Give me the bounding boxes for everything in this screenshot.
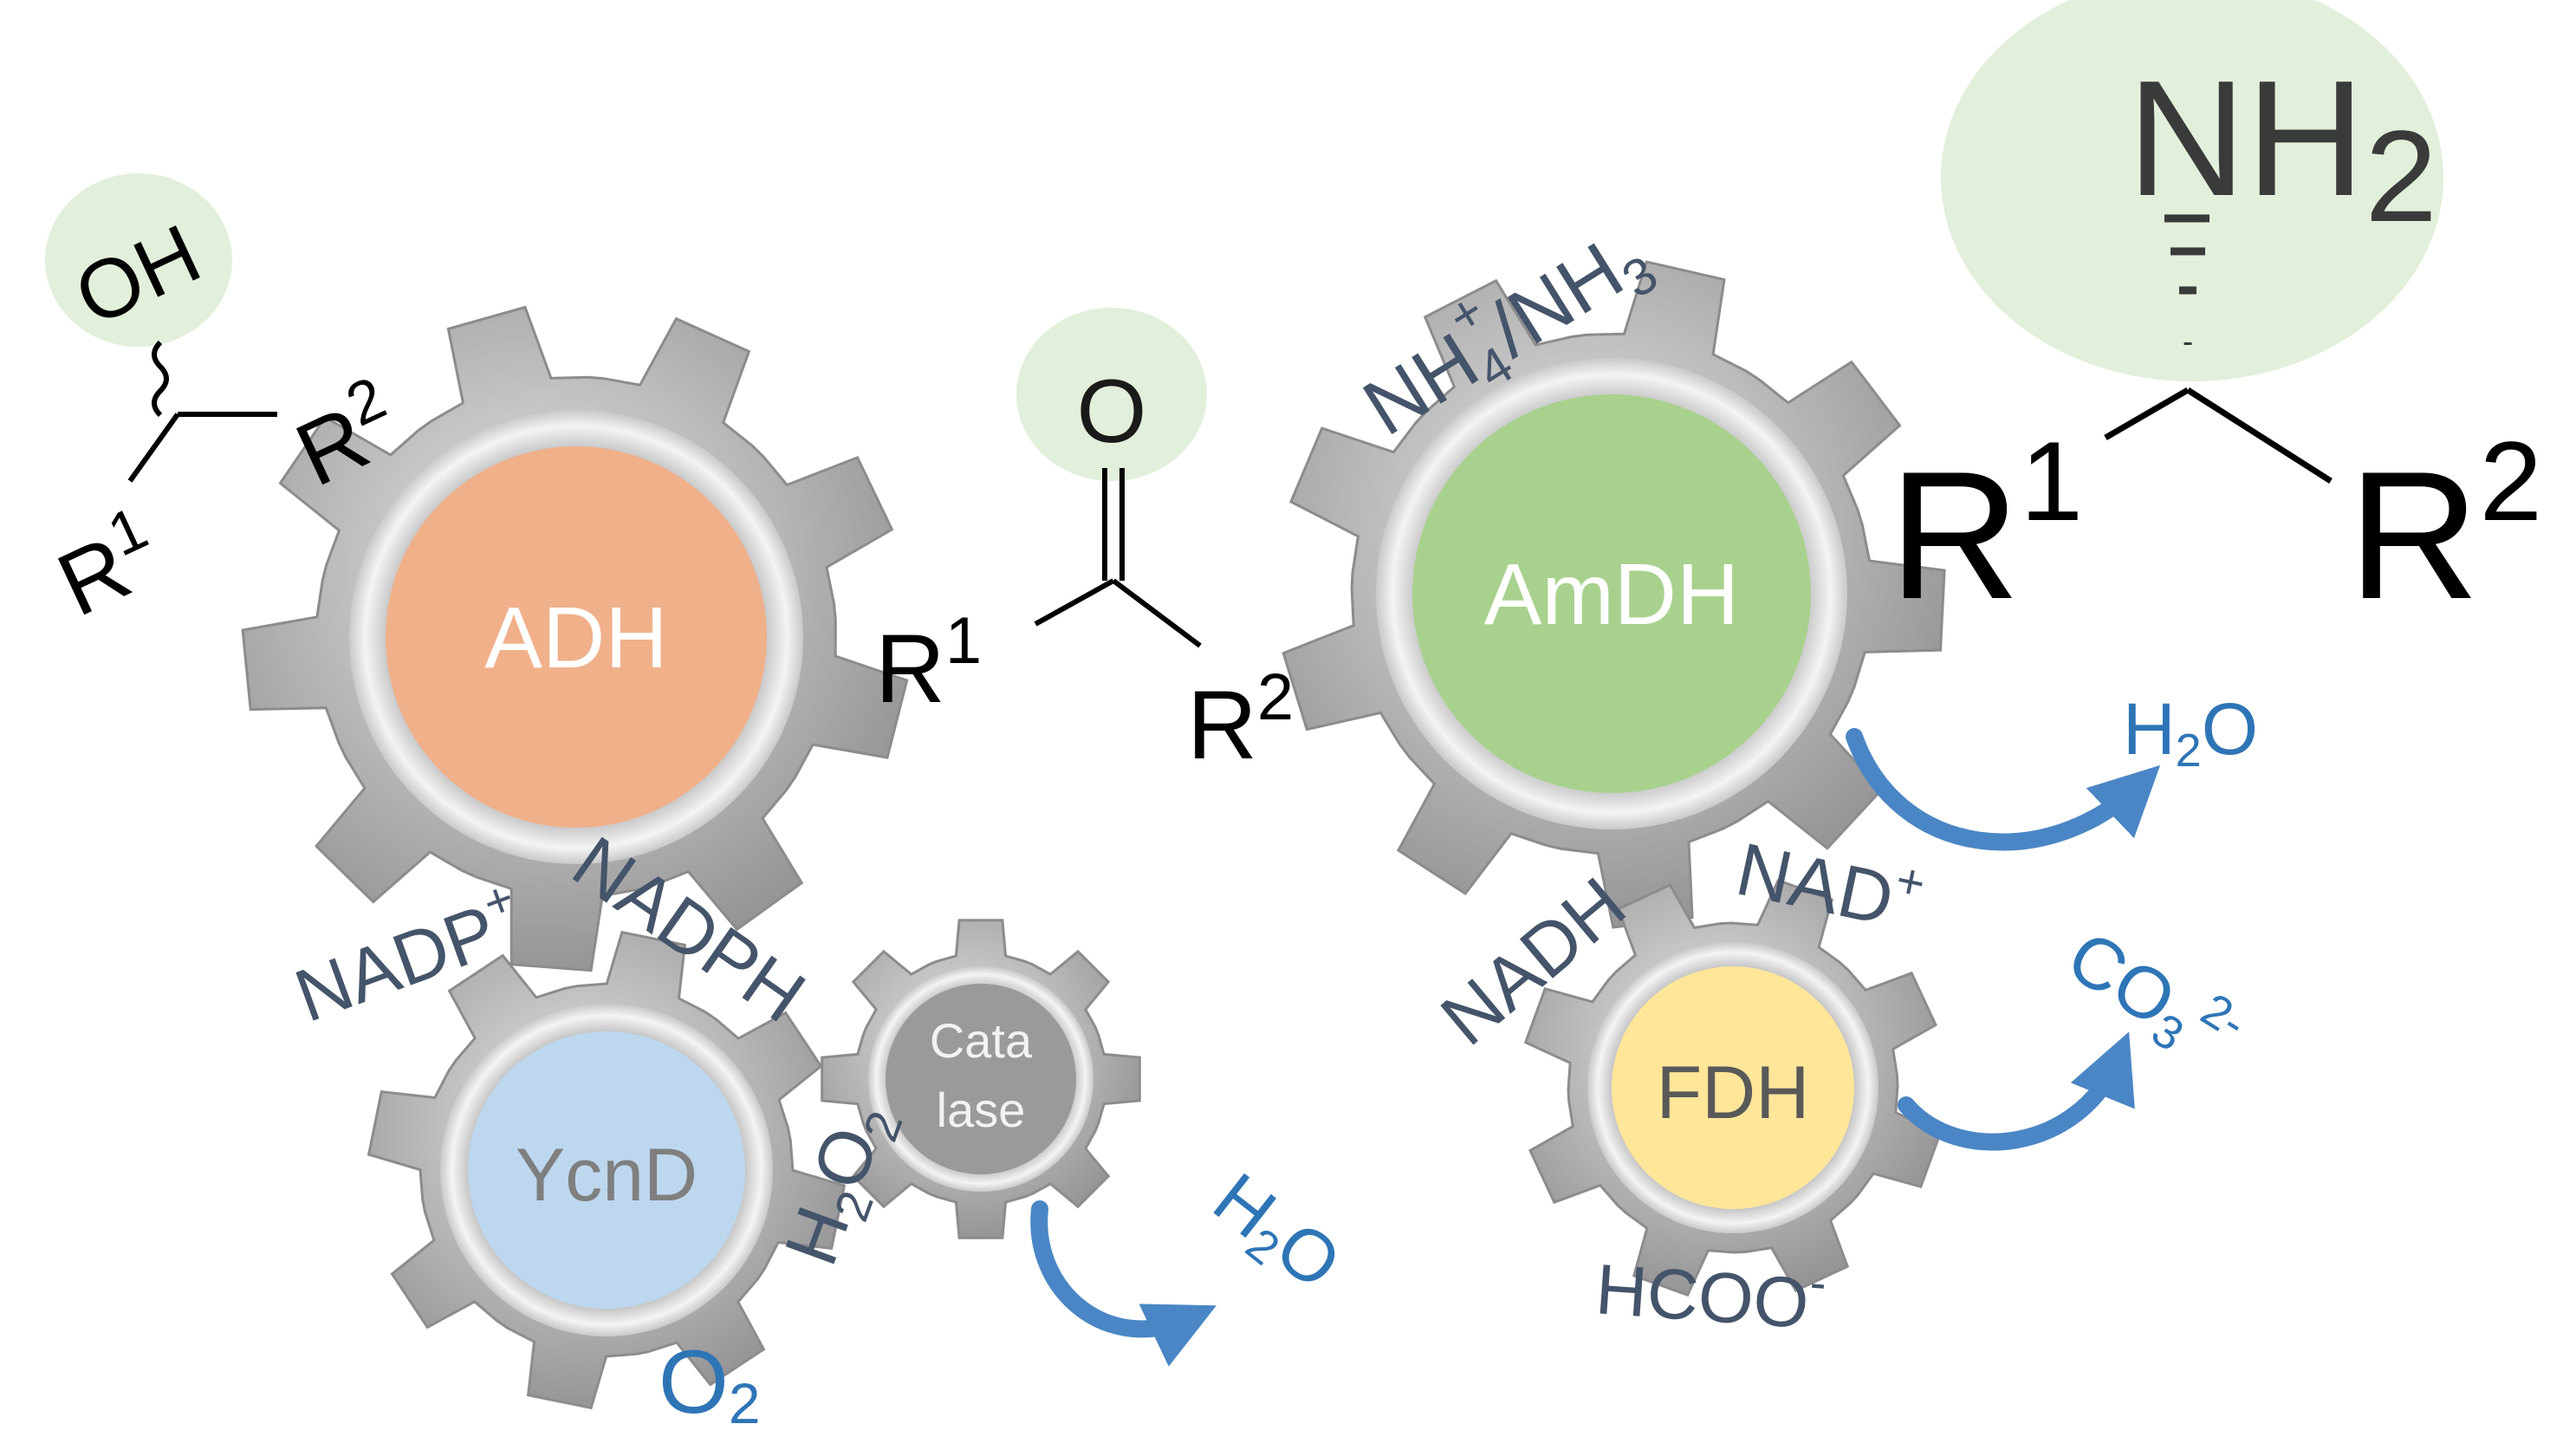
catalase-label-line1: Cata xyxy=(930,1013,1033,1068)
amine-bonds xyxy=(2104,387,2333,484)
water-catalase-label: H2O xyxy=(1195,1157,1356,1310)
fdh-label: FDH xyxy=(1657,1051,1810,1135)
catalase-label-line2: lase xyxy=(937,1083,1026,1137)
alcohol-substrate xyxy=(127,340,277,483)
water-amdh-h: H xyxy=(2123,688,2176,770)
carbonate-label: CO32- xyxy=(2050,909,2255,1087)
amine-sub: 2 xyxy=(2365,103,2436,249)
ketone-r2: R2 xyxy=(1187,660,1294,779)
oxygen-label: O2 xyxy=(659,1332,761,1435)
water-release-arrow-amdh xyxy=(1846,728,2161,851)
ketone-r2-symbol: R xyxy=(1187,671,1257,779)
water-amdh-sub: 2 xyxy=(2176,725,2202,777)
oh-highlight xyxy=(45,173,232,347)
formate-sup: - xyxy=(1808,1254,1828,1310)
formate-text: HCOO xyxy=(1593,1250,1812,1343)
amine-lone-pair xyxy=(2164,214,2209,345)
amine-r2: R2 xyxy=(2348,418,2542,637)
carbonate-release-arrow xyxy=(1898,1031,2135,1151)
amine-h: H xyxy=(2246,47,2365,231)
oxygen-o: O xyxy=(659,1332,729,1433)
ketone-r1-sup: 1 xyxy=(945,604,982,678)
amine-r1-symbol: R xyxy=(1889,433,2021,637)
adh-core xyxy=(386,446,767,828)
water-amdh-o: O xyxy=(2202,688,2258,770)
amine-nh2: NH2 xyxy=(2127,47,2437,249)
catalase-core xyxy=(886,984,1076,1174)
ketone-r1: R1 xyxy=(875,604,982,723)
amdh-label: AmDH xyxy=(1484,546,1739,643)
fdh-core xyxy=(1612,966,1854,1209)
ketone-r2-sup: 2 xyxy=(1257,660,1294,734)
amdh-core xyxy=(1412,394,1811,793)
ketone-o: O xyxy=(1077,361,1147,462)
amine-r2-sup: 2 xyxy=(2480,418,2542,544)
alcohol-r1: R1 xyxy=(39,493,175,635)
amine-highlight xyxy=(1941,0,2443,381)
water-release-arrow-catalase xyxy=(1030,1200,1217,1367)
formate-label: HCOO- xyxy=(1593,1239,1828,1344)
oxygen-sub: 2 xyxy=(729,1371,761,1435)
amine-r1: R1 xyxy=(1889,418,2083,637)
water-amdh-label: H2O xyxy=(2123,688,2258,777)
ycnd-label: YcnD xyxy=(516,1134,698,1217)
carbonate-sup: 2- xyxy=(2192,984,2255,1050)
carbonyl-highlight xyxy=(1016,308,1207,481)
amine-r2-symbol: R xyxy=(2348,433,2480,637)
amine-n: N xyxy=(2127,47,2246,231)
amine-r1-sup: 1 xyxy=(2021,418,2083,544)
ycnd-core xyxy=(468,1031,745,1309)
ketone-bonds xyxy=(1034,468,1202,648)
adh-label: ADH xyxy=(484,589,667,686)
ketone-r1-symbol: R xyxy=(875,614,945,723)
water-catalase-o: O xyxy=(1261,1206,1355,1304)
